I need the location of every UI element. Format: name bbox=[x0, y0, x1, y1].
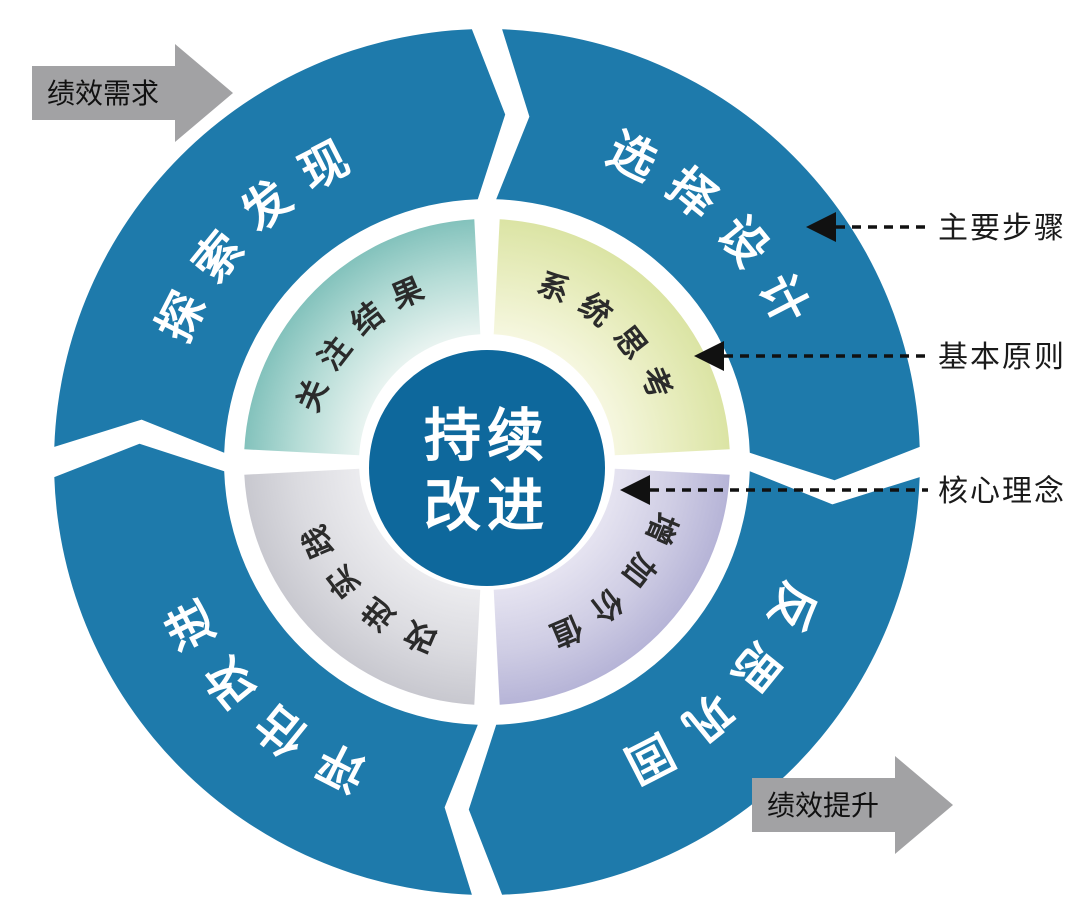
output-flow-label: 绩效提升 bbox=[767, 790, 879, 821]
center-circle bbox=[369, 350, 605, 586]
legend-label-main-steps: 主要步骤 bbox=[938, 212, 1066, 245]
outer-segment-reflect bbox=[468, 471, 920, 895]
inner-segment-value bbox=[493, 468, 730, 705]
left-arrowhead-icon bbox=[806, 212, 836, 242]
left-arrowhead-icon bbox=[620, 475, 650, 505]
outer-segment-design bbox=[496, 29, 920, 481]
inner-segment-practice bbox=[244, 468, 481, 705]
center-label-line2: 改进 bbox=[424, 474, 550, 538]
center-core: 持续 改进 bbox=[369, 350, 605, 586]
output-flow-arrow: 绩效提升 bbox=[752, 756, 953, 854]
inner-segment-systems bbox=[493, 219, 730, 456]
legend-label-basic-principles: 基本原则 bbox=[938, 341, 1066, 374]
legend-main-steps: 主要步骤 bbox=[806, 212, 1066, 245]
right-arrow-shape bbox=[752, 756, 953, 854]
input-flow-label: 绩效需求 bbox=[47, 78, 159, 109]
legend-label-core-concept: 核心理念 bbox=[938, 475, 1066, 508]
center-label-line1: 持续 bbox=[424, 404, 550, 468]
left-arrowhead-icon bbox=[694, 341, 724, 371]
input-flow-arrow: 绩效需求 bbox=[32, 44, 233, 142]
inner-segment-results bbox=[244, 219, 481, 456]
outer-segment-evaluate bbox=[54, 443, 478, 895]
legend-core-concept: 核心理念 bbox=[620, 475, 1066, 508]
right-arrow-shape bbox=[32, 44, 233, 142]
legend-basic-principles: 基本原则 bbox=[694, 341, 1066, 374]
outer-segment-explore bbox=[54, 29, 506, 453]
